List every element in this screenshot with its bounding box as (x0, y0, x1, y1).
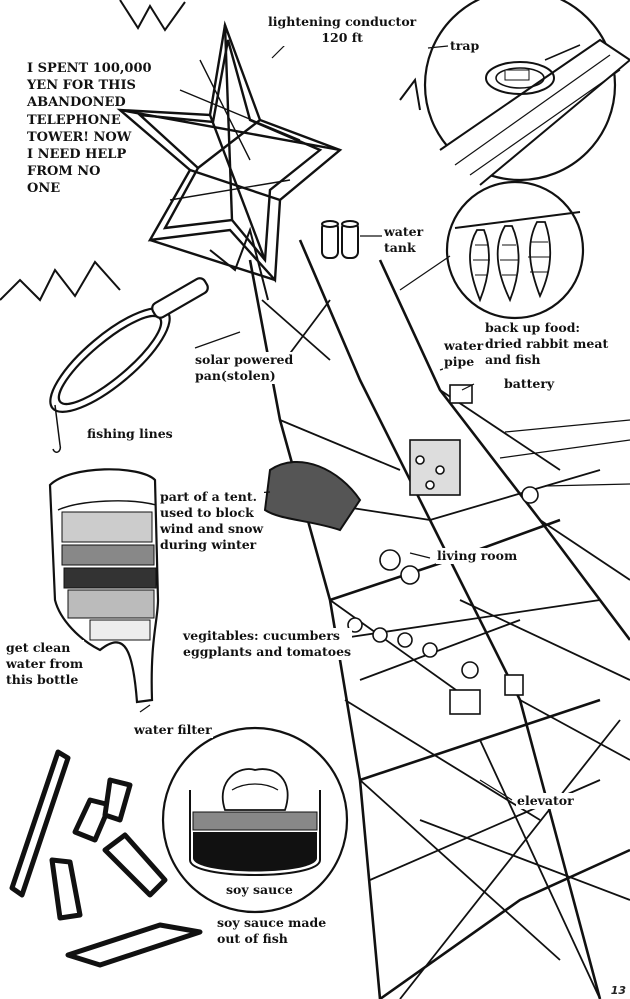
water-tank-drawing (321, 220, 359, 259)
label-vegetables: vegitables: cucumbers eggplants and toma… (182, 628, 353, 660)
tower-top-antenna (116, 20, 343, 283)
page-number: 13 (610, 984, 626, 997)
tent-tarp-drawing (263, 460, 362, 532)
label-lightening-conductor: lightening conductor 120 ft (267, 14, 418, 46)
label-fishing-lines: fishing lines (86, 426, 174, 442)
trap-inset (423, 0, 630, 186)
label-clean-water: get clean water from this bottle (5, 640, 85, 688)
narration-caption: I SPENT 100,000 YEN FOR THIS ABANDONED T… (27, 61, 152, 197)
label-battery: battery (503, 376, 556, 392)
label-soy-sauce-fish: soy sauce made out of fish (216, 915, 328, 947)
speed-burst-lines (0, 0, 421, 302)
soy-sauce-inset (161, 726, 349, 914)
label-living-room: living room (436, 548, 519, 564)
label-backup-food: back up food: dried rabbit meat and fish (484, 320, 610, 368)
water-filter-bottle (48, 468, 160, 704)
leader-lines (139, 39, 630, 801)
fish-pieces-drawing (9, 749, 203, 968)
label-water-tank: water tank (383, 224, 425, 256)
label-soy-sauce: soy sauce (225, 882, 294, 898)
living-room-clutter (347, 384, 539, 715)
label-solar-pan: solar powered pan(stolen) (194, 352, 295, 384)
label-water-pipe: water pipe (443, 338, 485, 370)
label-water-filter: water filter (133, 722, 213, 738)
label-tent: part of a tent. used to block wind and s… (159, 489, 265, 553)
solar-pan-drawing (49, 277, 209, 453)
label-trap: trap (449, 38, 481, 54)
dried-fish-inset (445, 180, 585, 320)
label-elevator: elevator (516, 793, 580, 809)
